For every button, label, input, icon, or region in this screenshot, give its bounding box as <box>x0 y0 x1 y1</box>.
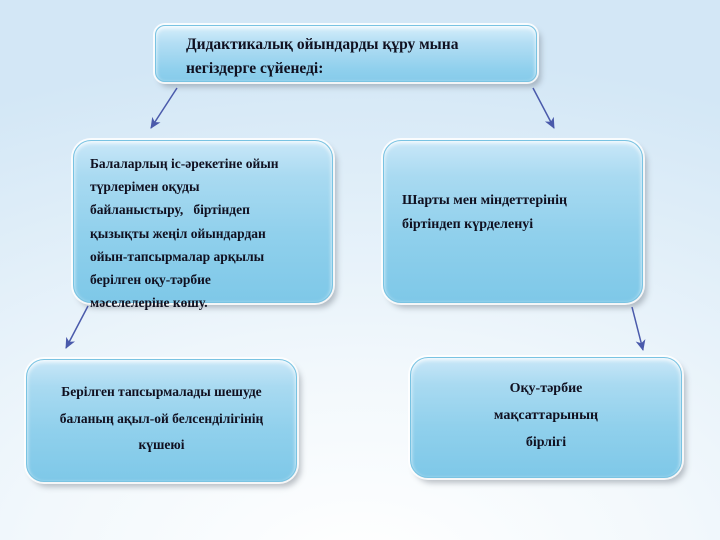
node-top-right-text: Шарты мен міндеттерінің біртіндеп күрдел… <box>402 193 568 232</box>
title-text: Дидактикалық ойындарды құру мына негізде… <box>186 36 459 77</box>
arrow-title-to-top-right <box>532 87 555 129</box>
node-bottom-left: Берілген тапсырмалады шешуде баланың ақы… <box>26 359 297 482</box>
node-bottom-right-text: Оқу-тәрбие мақсаттарының бірлігі <box>493 381 599 450</box>
arrow-title-to-top-left <box>150 87 178 129</box>
arrow-top-right-to-bottom-right <box>631 306 646 351</box>
title-box: Дидактикалық ойындарды құру мына негізде… <box>155 25 537 82</box>
node-bottom-left-text: Берілген тапсырмалады шешуде баланың ақы… <box>59 384 264 452</box>
node-bottom-right: Оқу-тәрбие мақсаттарының бірлігі <box>410 357 682 478</box>
node-top-left: Балаларлың іс-әрекетіне ойын түрлерімен … <box>73 140 333 310</box>
node-top-right: Шарты мен міндеттерінің біртіндеп күрдел… <box>383 140 643 303</box>
node-top-left-text: Балаларлың іс-әрекетіне ойын түрлерімен … <box>90 156 279 311</box>
